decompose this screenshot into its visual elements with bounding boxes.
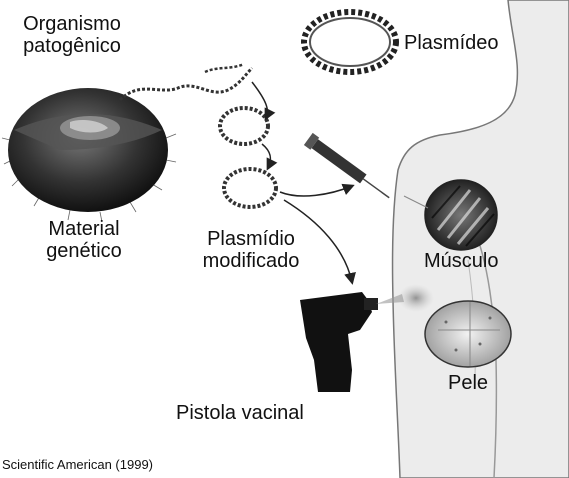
label-skin: Pele <box>448 372 488 394</box>
label-gun: Pistola vacinal <box>176 402 304 424</box>
dna-strand-short <box>205 64 244 72</box>
label-genetic-line1: Material <box>24 218 144 240</box>
label-plasmid: Plasmídeo <box>404 32 499 54</box>
skin-tissue <box>425 301 511 367</box>
modified-plasmid-ring <box>224 169 276 207</box>
muscle-tissue <box>425 180 497 250</box>
credit-text: Scientific American (1999) <box>2 458 153 472</box>
label-modified-line1: Plasmídio <box>186 228 316 250</box>
label-muscle: Músculo <box>424 250 498 272</box>
label-modified-line2: modificado <box>186 250 316 272</box>
dna-strand <box>120 68 252 100</box>
label-organism: Organismo patogênico <box>14 13 130 57</box>
label-organism-line2: patogênico <box>14 35 130 57</box>
plasmid-ring <box>304 12 396 72</box>
label-genetic: Material genético <box>24 218 144 262</box>
plasmid-ring-middle <box>220 108 268 144</box>
label-genetic-line2: genético <box>24 240 144 262</box>
pathogen-cell <box>2 88 176 222</box>
label-organism-line1: Organismo <box>14 13 130 35</box>
arrow-to-modified <box>262 144 270 168</box>
label-modified: Plasmídio modificado <box>186 228 316 272</box>
arrow-to-syringe <box>280 186 352 196</box>
syringe <box>304 133 394 204</box>
